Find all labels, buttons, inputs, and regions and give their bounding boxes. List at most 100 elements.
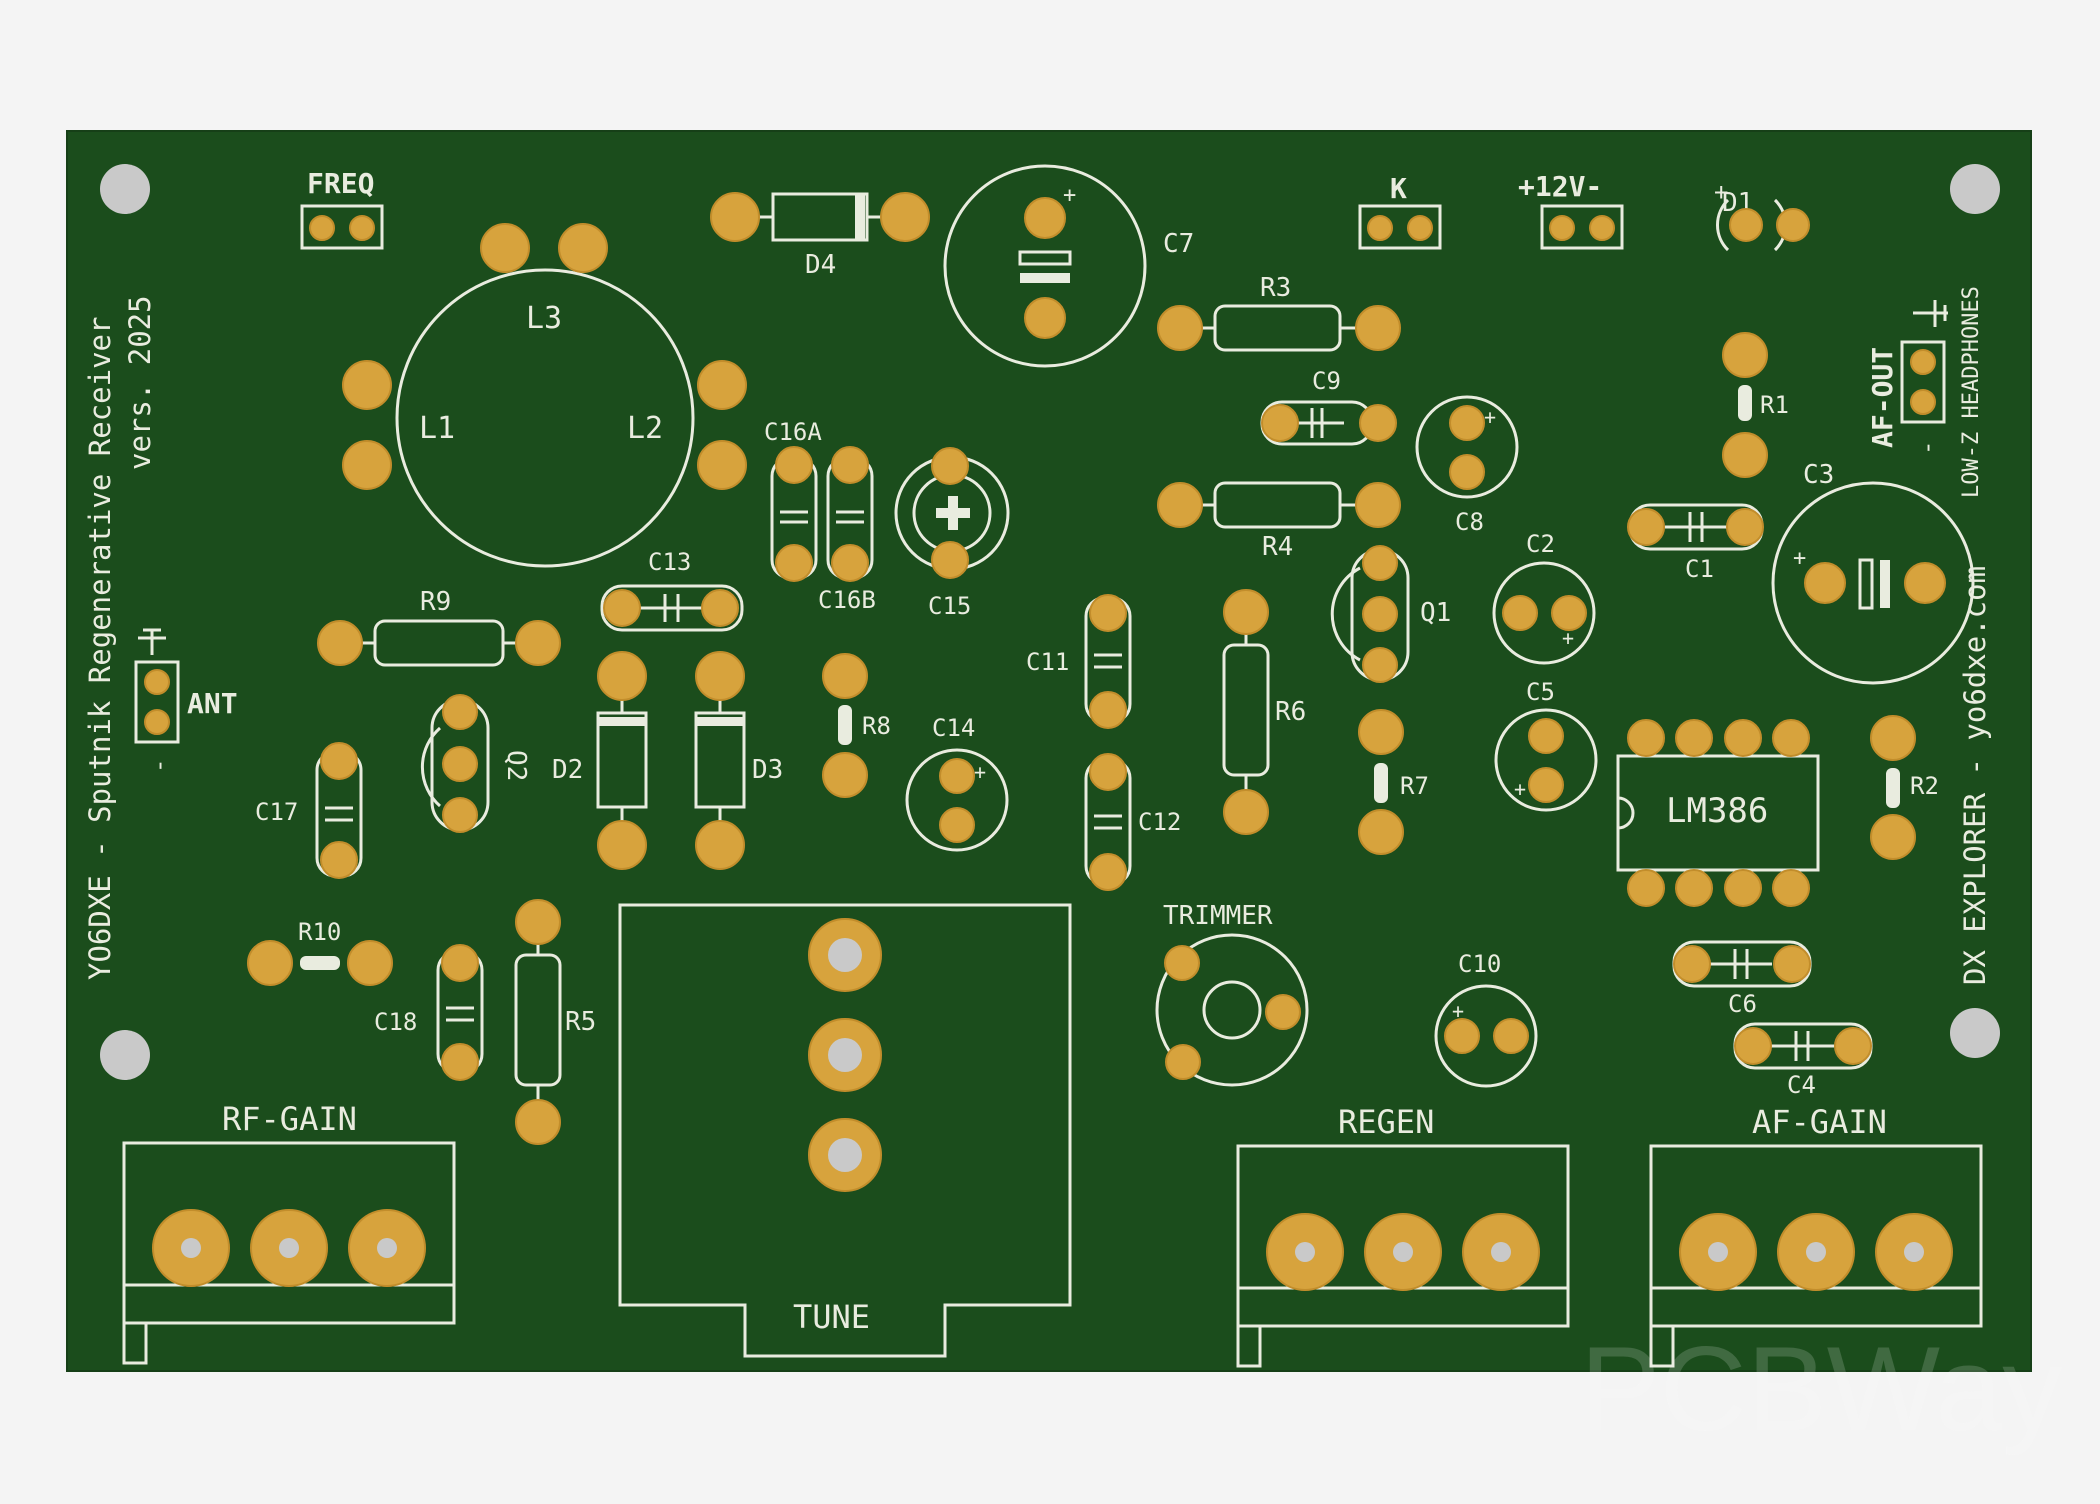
pad: [320, 841, 358, 879]
pad: [1265, 994, 1301, 1030]
pad: [1362, 545, 1398, 581]
pad: [1502, 595, 1538, 631]
pad: [1089, 691, 1127, 729]
pad: [1024, 297, 1066, 339]
c11-symbol: [1094, 653, 1122, 669]
pad: [1734, 1027, 1772, 1065]
pad: [1627, 719, 1665, 757]
pad: [822, 752, 868, 798]
pad: [1675, 719, 1713, 757]
c17-label: C17: [255, 798, 298, 826]
pad: [1772, 719, 1810, 757]
pad: [931, 541, 969, 579]
r3-body: [1213, 304, 1342, 352]
pad: [1165, 1044, 1201, 1080]
ant-ground-symbol: [138, 628, 166, 655]
r8-label: R8: [862, 712, 891, 740]
c2-outline: [1492, 561, 1596, 665]
r7-label: R7: [1400, 772, 1429, 800]
c1-symbol: [1665, 512, 1728, 542]
pad: [1904, 562, 1946, 604]
pad: [695, 820, 745, 870]
c1-label: C1: [1685, 555, 1714, 583]
mounting-hole: [1950, 164, 2000, 214]
pad: [342, 440, 392, 490]
tune-outline: [618, 903, 1072, 1358]
d2-cathode-band: [598, 717, 646, 726]
freq-label: FREQ: [307, 167, 374, 200]
c7-plus-mark: +: [1063, 183, 1076, 208]
q1-outline: [1330, 566, 1361, 662]
pad: [1589, 215, 1615, 241]
r4-body: [1213, 481, 1342, 529]
af-gain-tab: [1649, 1324, 1675, 1368]
af-out-header: [1900, 340, 1946, 424]
r5-label: R5: [565, 1007, 596, 1037]
c17-symbol: [325, 806, 353, 822]
c13-outline: [600, 584, 744, 632]
pad-drill: [828, 1138, 862, 1172]
coil-l1-label: L1: [419, 411, 455, 446]
pad: [1724, 869, 1762, 907]
pad: [1358, 809, 1404, 855]
pad: [1355, 305, 1401, 351]
r5-body: [514, 953, 562, 1087]
pad: [1776, 208, 1810, 242]
pad: [1157, 305, 1203, 351]
pad: [1910, 389, 1936, 415]
trimmer-label: TRIMMER: [1163, 901, 1273, 931]
pad: [1367, 215, 1393, 241]
d2-label: D2: [552, 755, 583, 785]
pad: [144, 709, 170, 735]
c7-symbol: [1020, 273, 1070, 283]
r10-label: R10: [298, 918, 341, 946]
c5-plus-mark: +: [1514, 777, 1526, 801]
r10-body: [300, 956, 340, 970]
regen-tab: [1236, 1324, 1262, 1368]
c4-label: C4: [1787, 1071, 1816, 1099]
pad: [1157, 482, 1203, 528]
ic-label: LM386: [1666, 791, 1768, 831]
trimmer-rotor: [1202, 980, 1262, 1040]
pad: [1627, 508, 1665, 546]
r2-body: [1886, 768, 1900, 808]
d1-plus-mark: +: [1714, 178, 1728, 206]
coil-outline: [395, 268, 695, 568]
c3-symbol: [1858, 558, 1874, 610]
rf-gain-tab: [122, 1321, 148, 1365]
pad: [1362, 596, 1398, 632]
pad: [247, 940, 293, 986]
d3-cathode-band: [696, 717, 744, 726]
c12-label: C12: [1138, 808, 1181, 836]
pad-drill: [828, 1038, 862, 1072]
mounting-hole: [1950, 1008, 2000, 1058]
pad: [597, 820, 647, 870]
pad: [515, 1099, 561, 1145]
c13-label: C13: [648, 548, 691, 576]
watermark: PCBWay: [1580, 1322, 2062, 1456]
pad: [1024, 197, 1066, 239]
mounting-hole: [100, 1030, 150, 1080]
pad: [1528, 718, 1564, 754]
pad: [603, 589, 641, 627]
c6-label: C6: [1728, 990, 1757, 1018]
rf-gain-label: RF-GAIN: [222, 1100, 357, 1138]
r6-label: R6: [1275, 697, 1306, 727]
trimmer-outline: [1155, 933, 1309, 1087]
pad: [1449, 405, 1485, 441]
pad: [710, 192, 760, 242]
r4-label: R4: [1262, 532, 1293, 562]
af-out-minus: -: [1913, 441, 1941, 455]
pad: [1870, 814, 1916, 860]
c16b-label: C16B: [818, 586, 876, 614]
pad: [1724, 719, 1762, 757]
af-gain-label: AF-GAIN: [1752, 1103, 1887, 1141]
d2-body: [596, 711, 648, 809]
headphones-label: LOW-Z HEADPHONES: [1959, 286, 1984, 498]
ant-label: ANT: [187, 687, 238, 720]
c9-label: C9: [1312, 367, 1341, 395]
pad-drill: [181, 1238, 201, 1258]
pad: [515, 899, 561, 945]
pad: [1358, 709, 1404, 755]
r1-body: [1738, 385, 1752, 421]
